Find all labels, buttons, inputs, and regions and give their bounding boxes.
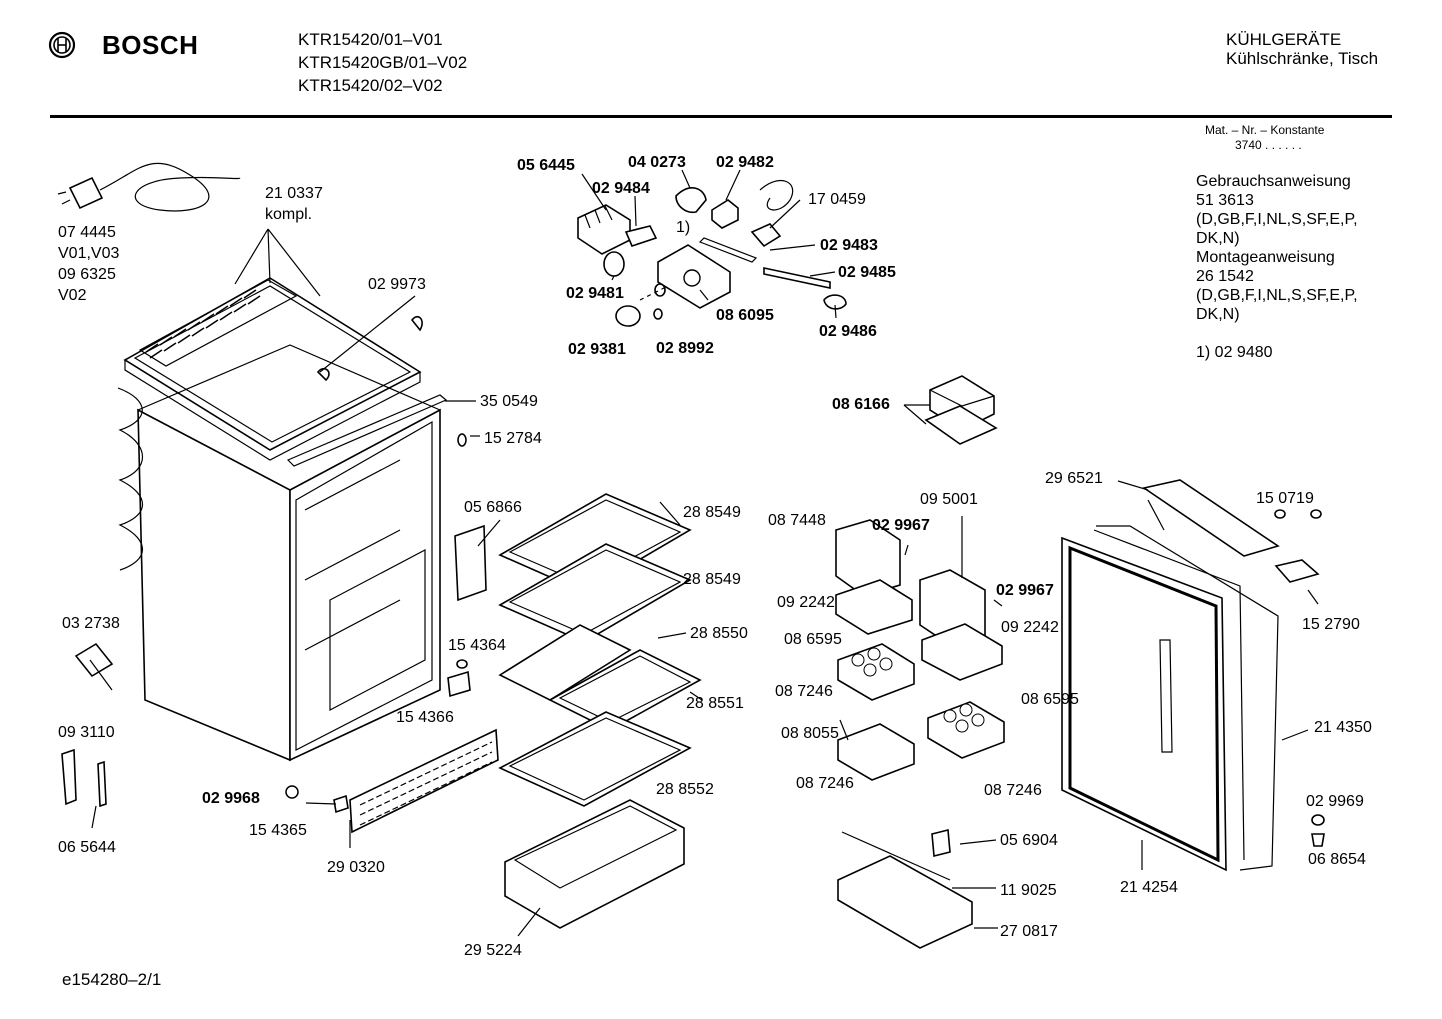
part-label: 29 5224 (464, 942, 522, 959)
part-label: 28 8549 (683, 571, 741, 588)
part-label: 05 6866 (464, 499, 522, 516)
bosch-logo-icon (48, 31, 76, 59)
part-label: 02 9973 (368, 276, 426, 293)
part-label: 08 6166 (832, 396, 890, 413)
part-label: 06 8654 (1308, 851, 1366, 868)
part-label: 05 6904 (1000, 832, 1058, 849)
part-label: 15 2790 (1302, 616, 1360, 633)
part-label: 09 2242 (1001, 619, 1059, 636)
bottom-grille-drawing (285, 728, 499, 834)
part-label: 02 9967 (872, 517, 930, 534)
part-label: 05 6445 (517, 157, 575, 174)
leader-lines (89, 169, 1319, 937)
category-line-1: KÜHLGERÄTE (1226, 30, 1342, 49)
part-label: 35 0549 (480, 393, 538, 410)
part-label: kompl. (265, 206, 312, 223)
part-label: 11 9025 (1000, 882, 1057, 899)
part-label: 27 0817 (1000, 923, 1058, 940)
part-label: 21 4350 (1314, 719, 1372, 736)
info-line: DK,N) (1196, 230, 1240, 247)
part-label: 21 0337 (265, 185, 323, 202)
part-label: 02 9483 (820, 237, 878, 254)
part-label: 09 5001 (920, 491, 978, 508)
part-label: 28 8550 (690, 625, 748, 642)
part-label: 02 9484 (592, 180, 650, 197)
part-label: 28 8549 (683, 504, 741, 521)
material-number-block: Mat. – Nr. – Konstante 3740 . . . . . . (1205, 123, 1324, 153)
part-label: 02 9481 (566, 285, 624, 302)
info-line: (D,GB,F,I,NL,S,SF,E,P, (1196, 211, 1358, 228)
model-list: KTR15420/01–V01 KTR15420GB/01–V02 KTR154… (298, 28, 467, 97)
part-label: V01,V03 (58, 245, 119, 262)
part-labels: 07 4445 V01,V03 09 6325 V02 21 0337 komp… (58, 154, 1372, 959)
part-label: 29 0320 (327, 859, 385, 876)
mat-value: 3740 . . . . . . (1235, 138, 1302, 152)
part-label: 08 6595 (1021, 691, 1079, 708)
part-label: 15 0719 (1256, 490, 1314, 507)
documentation-info: Gebrauchsanweisung 51 3613 (D,GB,F,I,NL,… (1196, 172, 1358, 362)
info-line: DK,N) (1196, 306, 1240, 323)
part-label: 02 9486 (819, 323, 877, 340)
part-label: 28 8551 (686, 695, 744, 712)
part-label: 08 6095 (716, 307, 774, 324)
part-label: 21 4254 (1120, 879, 1178, 896)
part-label: 06 5644 (58, 839, 116, 856)
part-label: 09 2242 (777, 594, 835, 611)
info-line: Gebrauchsanweisung (1196, 173, 1351, 190)
part-label: 08 6595 (784, 631, 842, 648)
leader-line (234, 228, 321, 297)
part-label: 15 2784 (484, 430, 542, 447)
part-label: 02 9485 (838, 264, 896, 281)
part-label: 04 0273 (628, 154, 686, 171)
door-bins-drawing (835, 519, 1005, 949)
drawing-number: e154280–2/1 (62, 970, 162, 989)
part-label: 08 7448 (768, 512, 826, 529)
power-cord-drawing (57, 162, 241, 212)
footnote: 1) 02 9480 (1196, 344, 1273, 361)
part-label: 08 8055 (781, 725, 839, 742)
footnote-marker: 1) (676, 219, 690, 236)
part-label: 02 9969 (1306, 793, 1364, 810)
thermostat-parts-drawing (577, 179, 847, 327)
part-label: 02 9968 (202, 790, 260, 807)
info-line: 51 3613 (1196, 192, 1254, 209)
glass-shelves-drawing (447, 493, 702, 929)
model-line: KTR15420GB/01–V02 (298, 53, 468, 72)
category-line-2: Kühlschränke, Tisch (1226, 49, 1379, 68)
info-line: (D,GB,F,I,NL,S,SF,E,P, (1196, 287, 1358, 304)
part-label: 08 7246 (796, 775, 854, 792)
part-label: 15 4366 (396, 709, 454, 726)
part-label: 02 9381 (568, 341, 626, 358)
part-label: 17 0459 (808, 191, 866, 208)
cabinet-body-drawing (117, 344, 448, 762)
brand-name: BOSCH (102, 30, 199, 60)
part-label: 08 7246 (984, 782, 1042, 799)
part-label: 09 3110 (58, 724, 115, 741)
part-label: 15 4364 (448, 637, 506, 654)
model-line: KTR15420/01–V01 (298, 30, 443, 49)
model-line: KTR15420/02–V02 (298, 76, 443, 95)
part-label: 09 6325 (58, 266, 116, 283)
misc-small-parts-drawing (61, 315, 467, 808)
part-label: 02 9482 (716, 154, 774, 171)
top-cover-drawing (123, 277, 422, 461)
lamp-cover-drawing (924, 375, 998, 445)
part-label: 28 8552 (656, 781, 714, 798)
part-label: 07 4445 (58, 224, 116, 241)
part-label: 02 8992 (656, 340, 714, 357)
door-drawing (1061, 479, 1325, 872)
category-heading: KÜHLGERÄTE Kühlschränke, Tisch (1226, 30, 1378, 68)
info-line: 26 1542 (1196, 268, 1254, 285)
part-label: 08 7246 (775, 683, 833, 700)
part-label: 15 4365 (249, 822, 307, 839)
part-label: 03 2738 (62, 615, 120, 632)
part-label: 02 9967 (996, 582, 1054, 599)
mat-label: Mat. – Nr. – Konstante (1205, 123, 1325, 137)
info-line: Montageanweisung (1196, 249, 1335, 266)
part-label: 29 6521 (1045, 470, 1103, 487)
header-divider (50, 115, 1392, 118)
part-label: V02 (58, 287, 87, 304)
